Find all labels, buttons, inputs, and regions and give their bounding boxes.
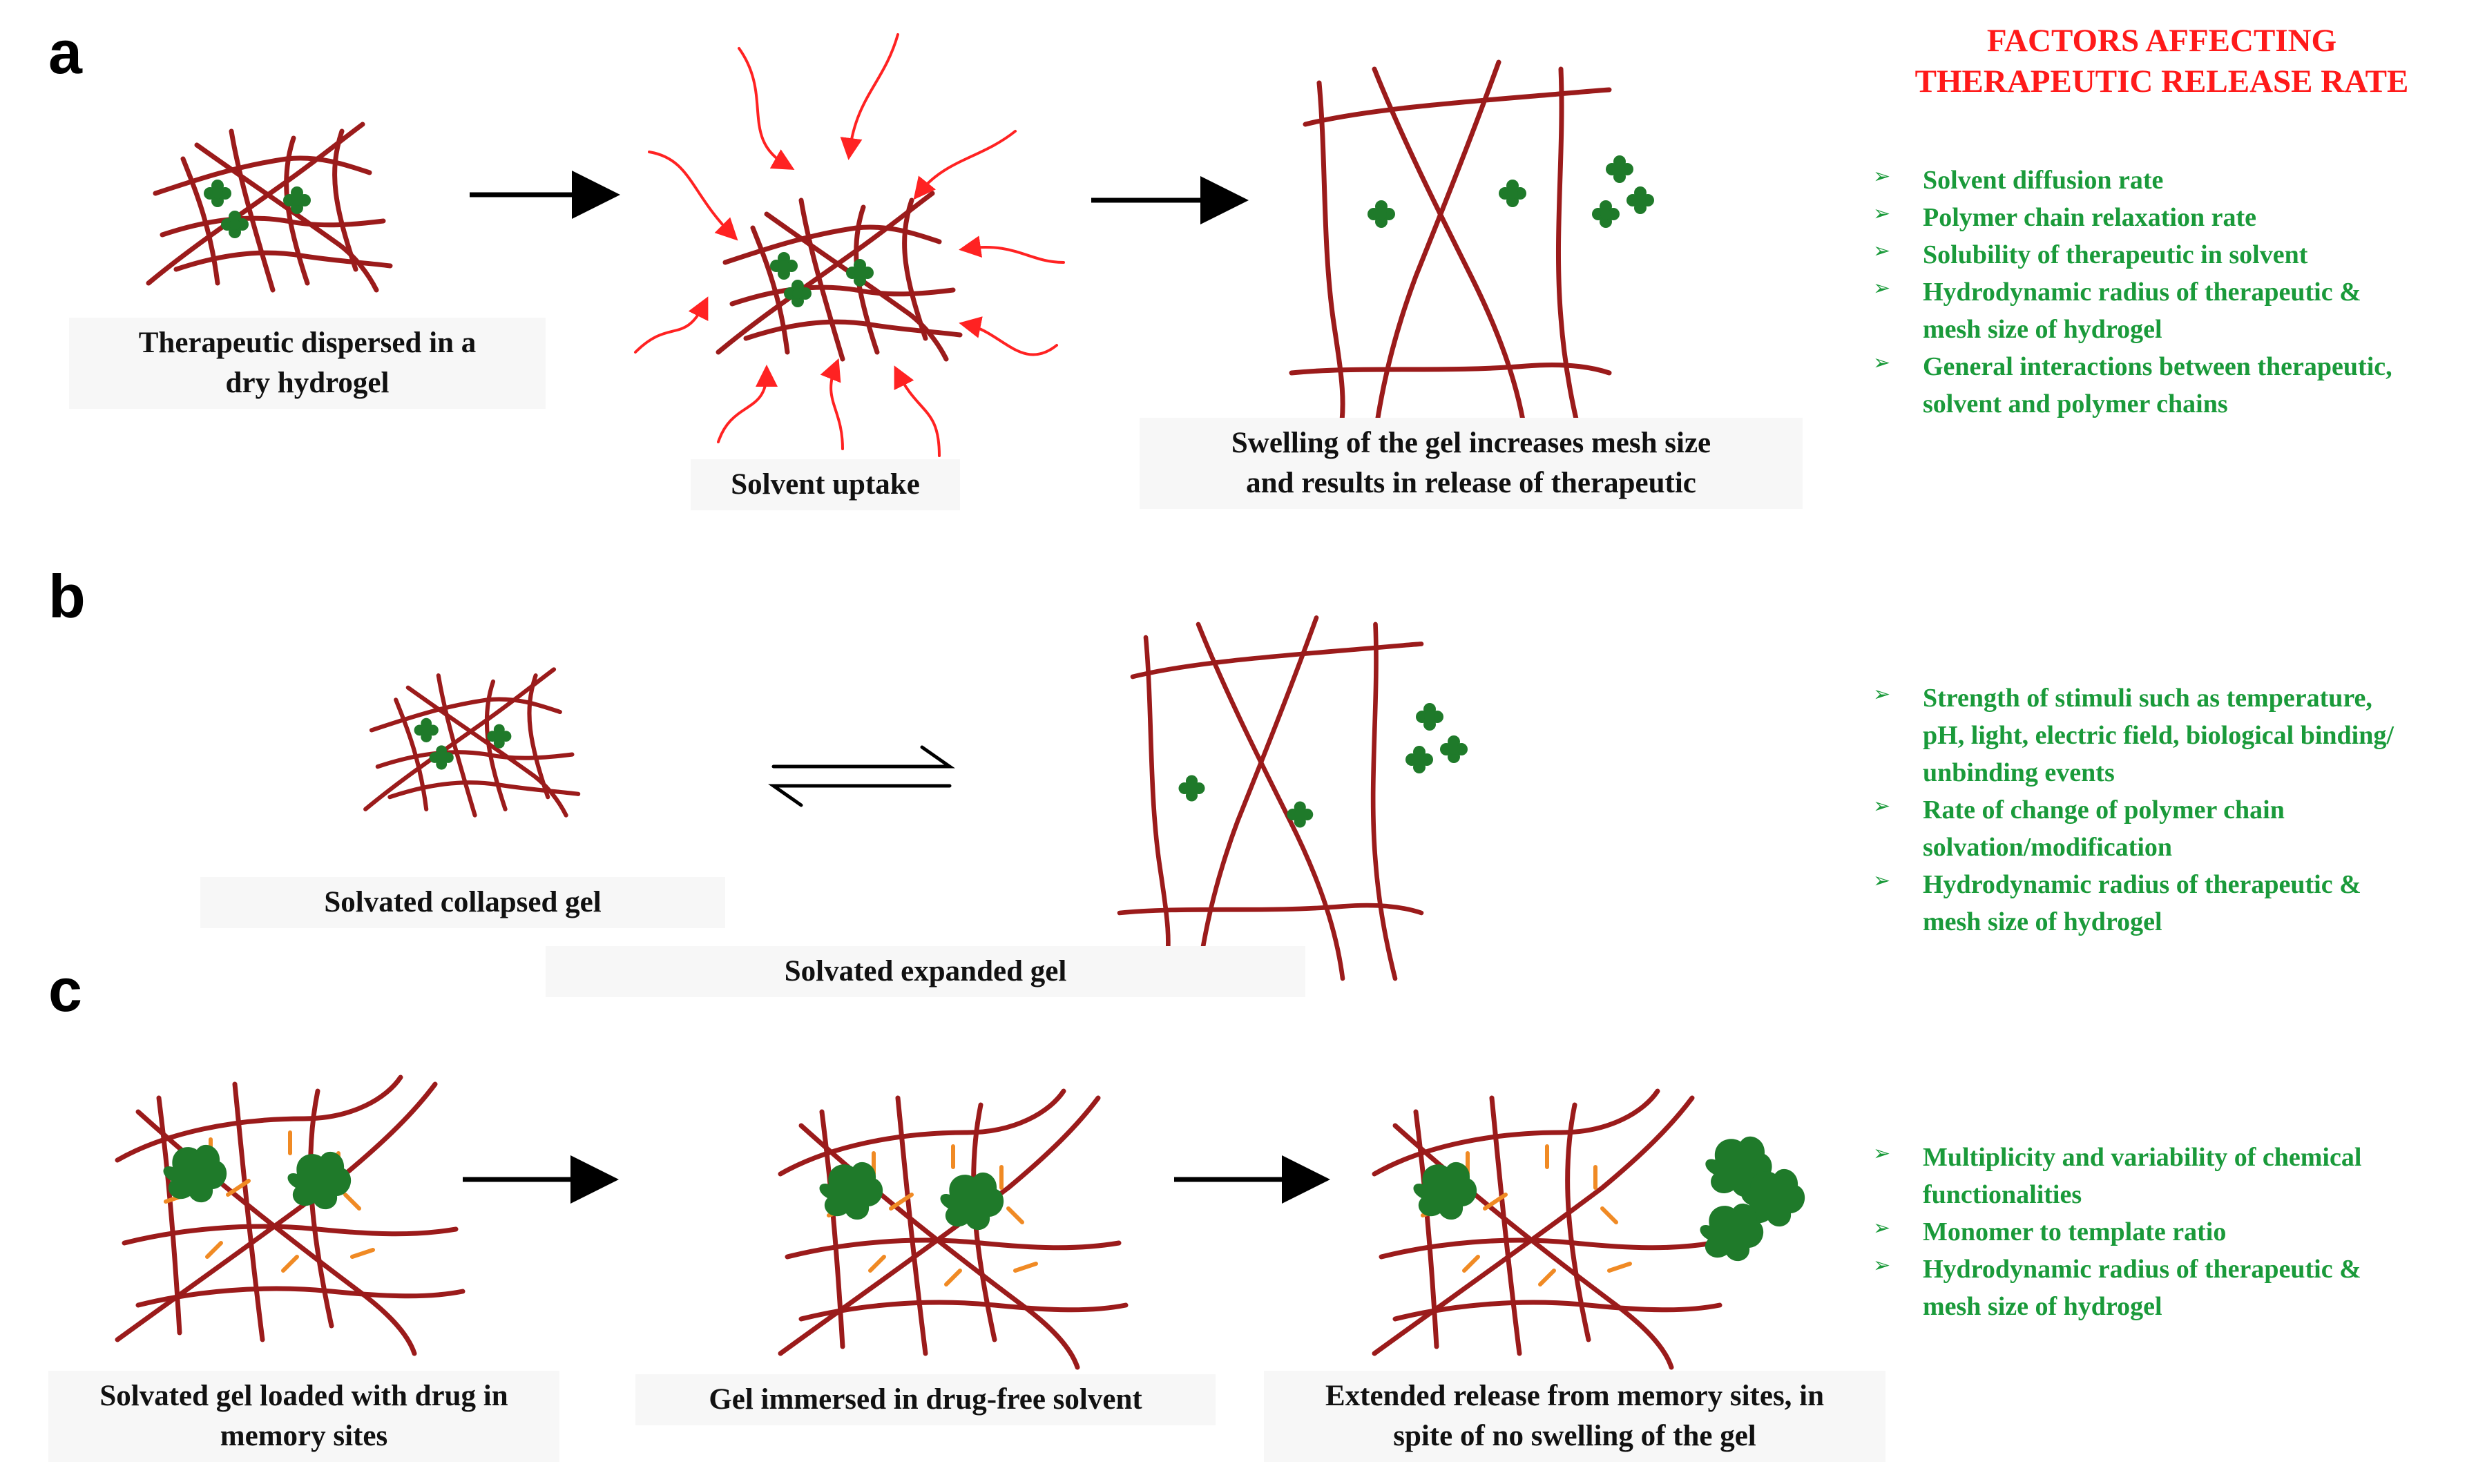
released-drug-c: [1700, 1136, 1805, 1262]
caption-immersed-gel: Gel immersed in drug-free solvent: [635, 1374, 1216, 1426]
caption-line: Solvent uptake: [731, 468, 920, 501]
factor-item: ➢ Rate of change of polymer chain solvatio…: [1873, 792, 2474, 867]
factor-item: ➢ General interactions between therapeuti…: [1873, 349, 2467, 423]
caption-solvent-uptake: Solvent uptake: [691, 459, 960, 511]
caption-expanded-gel: Solvated expanded gel: [546, 946, 1305, 998]
factor-item: ➢ Monomer to template ratio: [1873, 1214, 2467, 1251]
caption-line: Solvated collapsed gel: [324, 886, 602, 918]
factors-title-line: THERAPEUTIC RELEASE RATE: [1914, 63, 2409, 99]
factor-item: ➢ Strength of stimuli such as temperature…: [1873, 680, 2474, 792]
factor-line: mesh size of hydrogel: [1923, 314, 2162, 344]
collapsed-gel-graphic: [365, 669, 578, 815]
arrow-bullet-icon: ➢: [1873, 1141, 1891, 1166]
factor-line: pH, light, electric field, biological bi…: [1923, 720, 2394, 750]
factor-line: Hydrodynamic radius of therapeutic &: [1923, 277, 2361, 307]
factors-title-line: FACTORS AFFECTING: [1986, 23, 2337, 59]
factor-line: Polymer chain relaxation rate: [1923, 202, 2256, 232]
factor-item: ➢ Polymer chain relaxation rate: [1873, 200, 2467, 237]
released-drug-b: [1405, 703, 1468, 773]
immersed-gel-graphic: [780, 1091, 1126, 1367]
caption-line: Solvated expanded gel: [784, 955, 1067, 987]
caption-line: and results in release of therapeutic: [1246, 467, 1696, 500]
factors-list-b: ➢ Strength of stimuli such as temperature…: [1873, 680, 2474, 941]
factor-item: ➢ Solubility of therapeutic in solvent: [1873, 237, 2467, 274]
caption-collapsed-gel: Solvated collapsed gel: [200, 877, 725, 929]
factors-title: FACTORS AFFECTING THERAPEUTIC RELEASE RA…: [1879, 21, 2445, 102]
arrow-bullet-icon: ➢: [1873, 1215, 1891, 1240]
arrow-bullet-icon: ➢: [1873, 201, 1891, 226]
extended-release-graphic: [1374, 1091, 1720, 1367]
swollen-gel-graphic: [1292, 62, 1609, 442]
factor-line: Solvent diffusion rate: [1923, 166, 2164, 195]
arrow-bullet-icon: ➢: [1873, 1253, 1891, 1278]
factor-line: General interactions between therapeutic…: [1923, 351, 2392, 381]
factor-item: ➢ Hydrodynamic radius of therapeutic & mes…: [1873, 1251, 2467, 1326]
factor-line: Hydrodynamic radius of therapeutic &: [1923, 1254, 2361, 1284]
factor-item: ➢ Multiplicity and variability of chemica…: [1873, 1139, 2467, 1214]
panel-label-c: c: [48, 956, 82, 1024]
arrow-bullet-icon: ➢: [1873, 238, 1891, 263]
factors-list-a: ➢ Solvent diffusion rate ➢ Polymer chain r…: [1873, 162, 2467, 423]
dry-hydrogel-graphic: [148, 124, 390, 290]
caption-line: Therapeutic dispersed in a: [138, 327, 477, 359]
factor-line: unbinding events: [1923, 758, 2115, 787]
arrow-bullet-icon: ➢: [1873, 793, 1891, 818]
panel-label-a: a: [48, 18, 82, 86]
factor-line: solvent and polymer chains: [1923, 389, 2228, 418]
factor-line: Rate of change of polymer chain: [1923, 795, 2285, 825]
released-drug-a: [1592, 155, 1654, 228]
factor-line: mesh size of hydrogel: [1923, 907, 2162, 936]
factor-item: ➢ Solvent diffusion rate: [1873, 162, 2467, 200]
caption-line: dry hydrogel: [225, 367, 390, 400]
arrow-bullet-icon: ➢: [1873, 350, 1891, 375]
panel-label-b: b: [48, 562, 86, 630]
arrow-bullet-icon: ➢: [1873, 682, 1891, 706]
caption-extended-release: Extended release from memory sites, in s…: [1264, 1371, 1885, 1463]
caption-line: Extended release from memory sites, in: [1325, 1380, 1825, 1412]
caption-line: Solvated gel loaded with drug in: [99, 1380, 508, 1412]
expanded-gel-graphic: [1120, 618, 1421, 979]
equilibrium-arrows: [768, 745, 955, 807]
factor-line: Strength of stimuli such as temperature,: [1923, 684, 2372, 713]
factor-line: Multiplicity and variability of chemical: [1923, 1143, 2362, 1172]
factor-item: ➢ Hydrodynamic radius of therapeutic & mes…: [1873, 867, 2474, 941]
arrow-bullet-icon: ➢: [1873, 276, 1891, 300]
caption-dry-hydrogel: Therapeutic dispersed in a dry hydrogel: [69, 318, 546, 409]
caption-swelling: Swelling of the gel increases mesh size …: [1140, 418, 1803, 510]
caption-line: spite of no swelling of the gel: [1393, 1420, 1756, 1453]
factor-line: solvation/modification: [1923, 832, 2173, 862]
caption-loaded-gel: Solvated gel loaded with drug in memory …: [48, 1371, 559, 1463]
factor-line: Solubility of therapeutic in solvent: [1923, 240, 2308, 269]
caption-line: memory sites: [220, 1420, 388, 1453]
arrow-bullet-icon: ➢: [1873, 868, 1891, 893]
factor-item: ➢ Hydrodynamic radius of therapeutic & mes…: [1873, 274, 2467, 349]
factors-list-c: ➢ Multiplicity and variability of chemica…: [1873, 1139, 2467, 1326]
loaded-gel-graphic: [117, 1077, 463, 1353]
factor-line: mesh size of hydrogel: [1923, 1291, 2162, 1321]
arrow-bullet-icon: ➢: [1873, 164, 1891, 189]
solvent-uptake-graphic: [634, 33, 1065, 457]
caption-line: Swelling of the gel increases mesh size: [1231, 427, 1711, 459]
factor-line: functionalities: [1923, 1179, 2082, 1209]
factor-line: Monomer to template ratio: [1923, 1217, 2227, 1246]
caption-line: Gel immersed in drug-free solvent: [709, 1383, 1142, 1416]
factor-line: Hydrodynamic radius of therapeutic &: [1923, 869, 2361, 899]
